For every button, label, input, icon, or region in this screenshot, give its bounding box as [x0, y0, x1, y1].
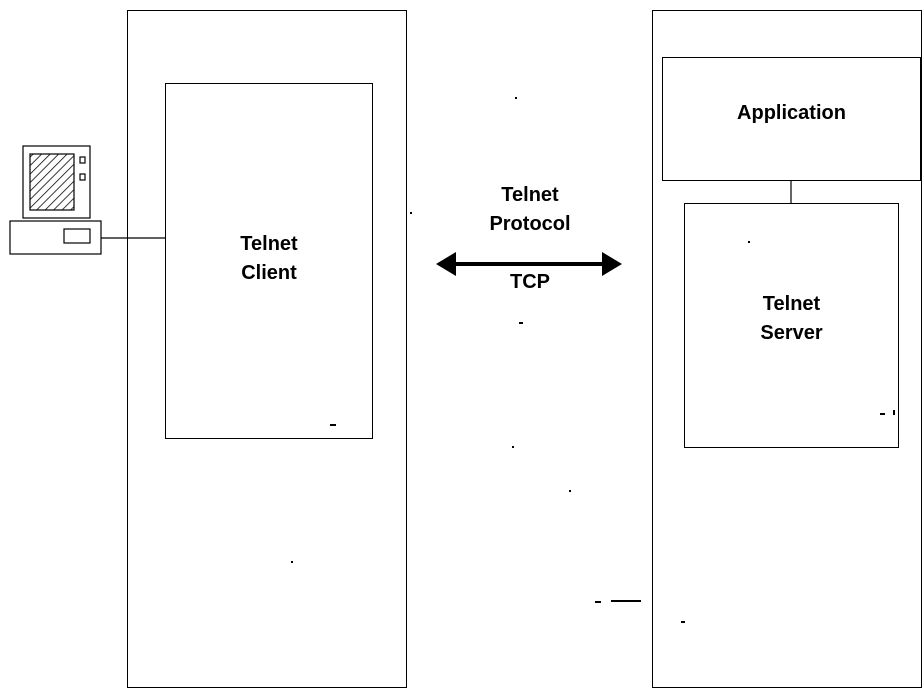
application-box — [662, 57, 921, 181]
telnet-client-label-line2: Client — [241, 262, 297, 284]
telnet-server-label-line1: Telnet — [762, 293, 821, 315]
telnet-client-label-line1: Telnet — [240, 233, 298, 255]
telnet-server-box — [684, 203, 899, 448]
connection-label-line1: Telnet — [501, 184, 559, 206]
telnet-server-label-line2: Server — [760, 322, 823, 344]
connection-label-line2: Protocol — [489, 213, 571, 235]
application-label: Application — [737, 102, 846, 124]
transport-label: TCP — [510, 271, 550, 293]
telnet-client-box — [165, 83, 373, 439]
